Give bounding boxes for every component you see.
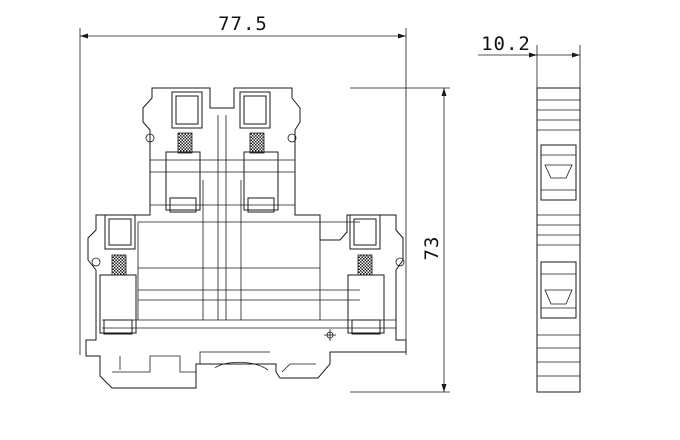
width-dimension: 77.5 bbox=[79, 13, 407, 355]
clamp-lower-left bbox=[99, 214, 137, 335]
clamp-lower-right bbox=[347, 214, 385, 335]
side-view bbox=[536, 87, 581, 393]
depth-label: 10.2 bbox=[481, 33, 531, 55]
width-label: 77.5 bbox=[218, 13, 268, 35]
clamp-upper-left bbox=[165, 91, 203, 213]
height-dimension: 73 bbox=[350, 87, 450, 393]
clamp-upper-right bbox=[239, 91, 279, 213]
depth-dimension: 10.2 bbox=[478, 33, 581, 88]
height-label: 73 bbox=[421, 236, 443, 261]
front-view bbox=[85, 87, 407, 389]
